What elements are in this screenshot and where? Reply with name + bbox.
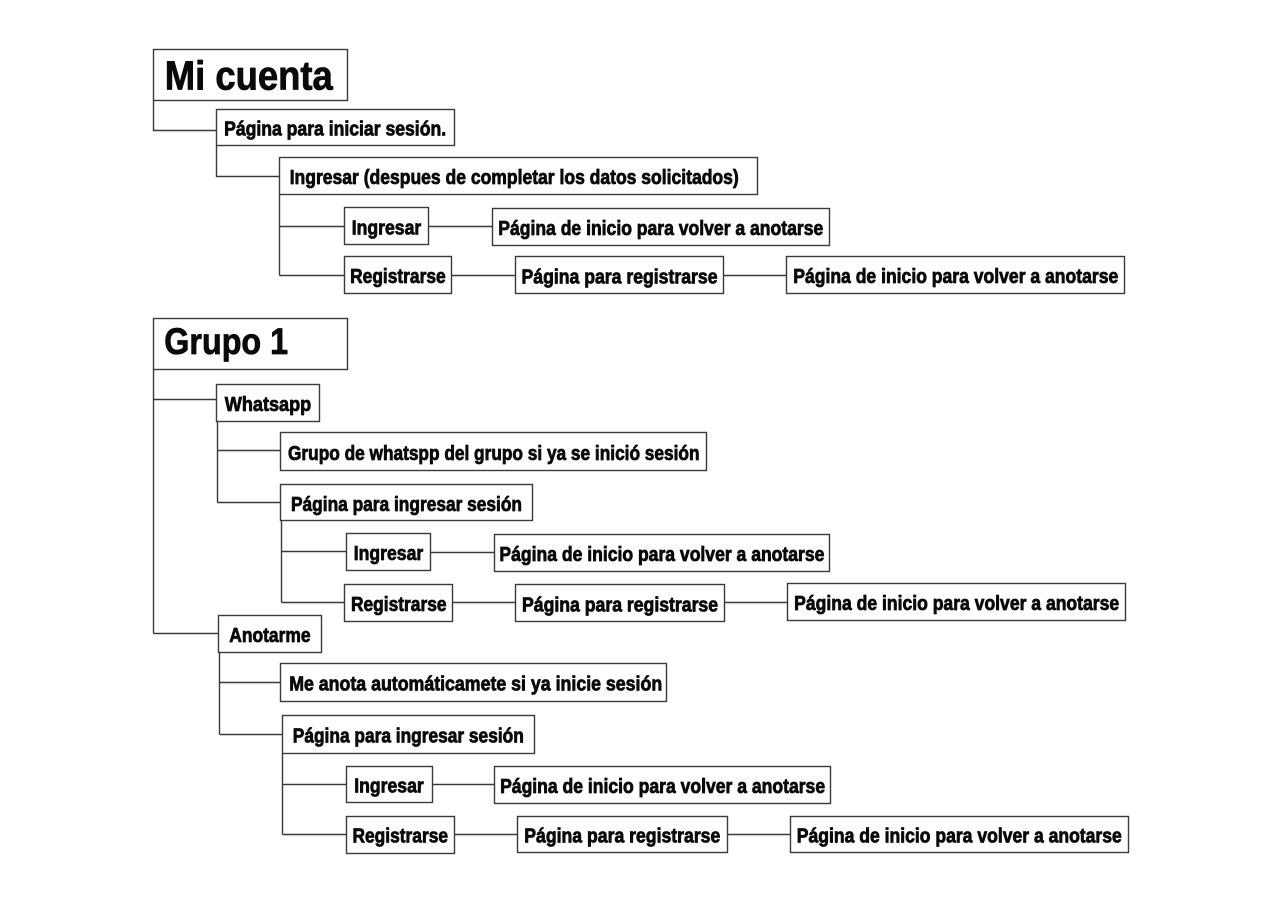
svg-text:Whatsapp: Whatsapp bbox=[225, 393, 312, 416]
svg-text:Página de inicio para volver a: Página de inicio para volver a anotarse bbox=[500, 775, 825, 798]
svg-text:Página de inicio para volver a: Página de inicio para volver a anotarse bbox=[794, 592, 1119, 615]
svg-text:Página para ingresar sesión: Página para ingresar sesión bbox=[293, 725, 524, 748]
svg-text:Página de inicio para volver a: Página de inicio para volver a anotarse bbox=[499, 543, 824, 566]
svg-text:Anotarme: Anotarme bbox=[229, 624, 310, 647]
svg-text:Registrarse: Registrarse bbox=[351, 593, 447, 616]
svg-text:Mi cuenta: Mi cuenta bbox=[165, 53, 334, 99]
svg-text:Ingresar (despues de completar: Ingresar (despues de completar los datos… bbox=[290, 166, 739, 189]
svg-text:Página para iniciar sesión.: Página para iniciar sesión. bbox=[224, 118, 446, 141]
svg-text:Grupo de whatspp del grupo si: Grupo de whatspp del grupo si ya se inic… bbox=[288, 442, 700, 465]
svg-text:Registrarse: Registrarse bbox=[353, 825, 449, 848]
svg-text:Página de inicio para volver a: Página de inicio para volver a anotarse bbox=[498, 217, 823, 240]
svg-text:Me anota automáticamete si ya: Me anota automáticamete si ya inicie ses… bbox=[289, 673, 662, 696]
svg-text:Grupo 1: Grupo 1 bbox=[164, 321, 288, 362]
svg-text:Ingresar: Ingresar bbox=[354, 542, 424, 565]
svg-text:Ingresar: Ingresar bbox=[354, 775, 424, 798]
svg-text:Página de inicio para volver a: Página de inicio para volver a anotarse bbox=[797, 825, 1122, 848]
svg-text:Ingresar: Ingresar bbox=[352, 216, 422, 239]
svg-text:Página para registrarse: Página para registrarse bbox=[524, 825, 720, 848]
svg-text:Página para registrarse: Página para registrarse bbox=[522, 593, 718, 616]
svg-text:Página para ingresar sesión: Página para ingresar sesión bbox=[291, 493, 522, 516]
svg-text:Registrarse: Registrarse bbox=[350, 265, 446, 288]
svg-text:Página de inicio para volver a: Página de inicio para volver a anotarse bbox=[793, 265, 1118, 288]
svg-text:Página para registrarse: Página para registrarse bbox=[522, 265, 718, 288]
